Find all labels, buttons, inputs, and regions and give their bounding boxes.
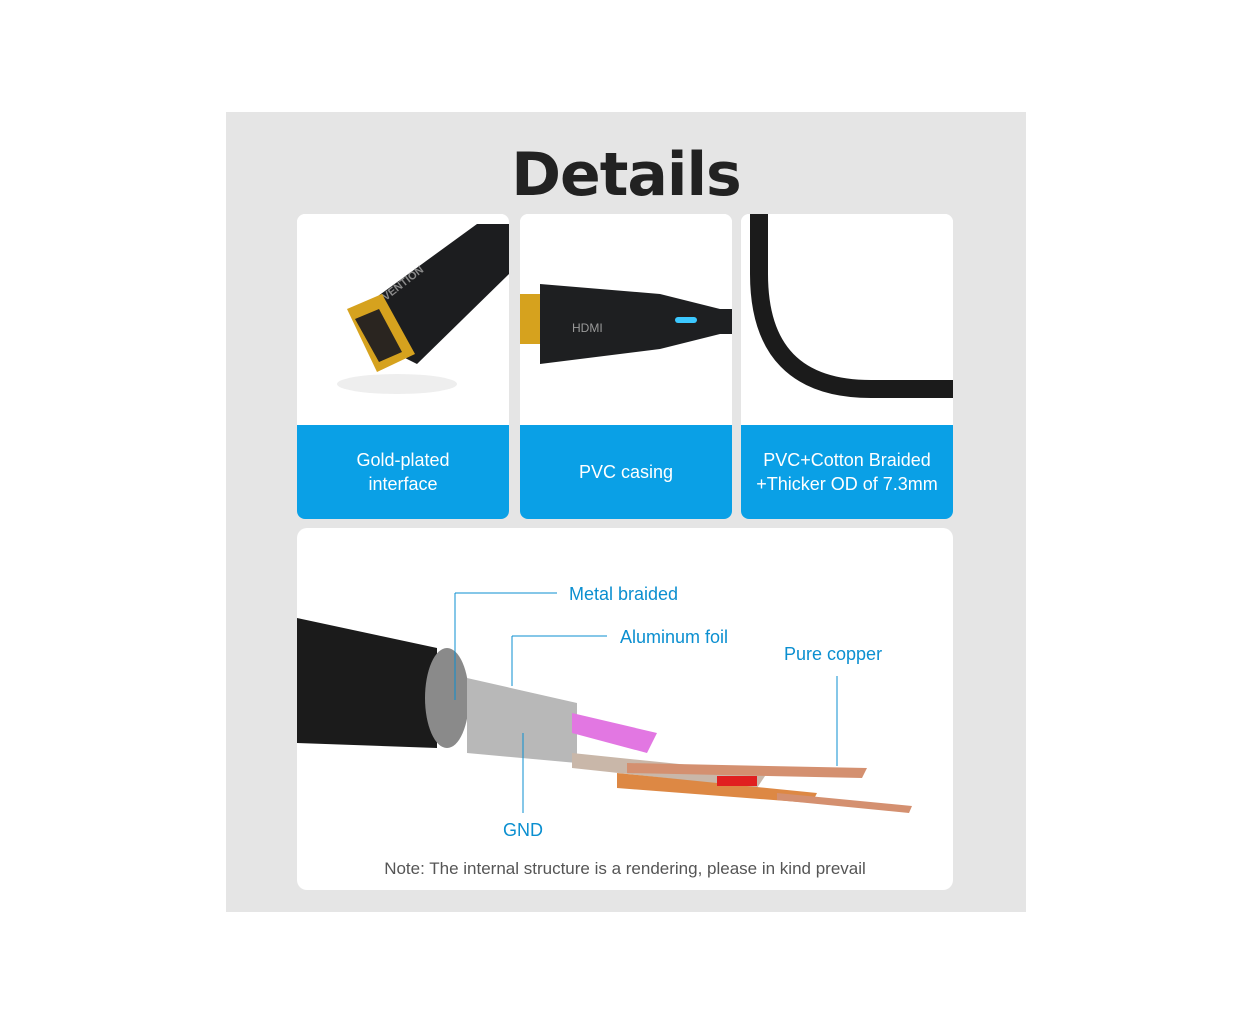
caption-line: PVC+Cotton Braided <box>763 450 931 470</box>
card-pvc-casing: HDMI PVC casing <box>520 214 732 519</box>
hdmi-casing-image: HDMI <box>520 214 732 425</box>
caption-gold-plated: Gold-plated interface <box>297 425 509 519</box>
card-braided: PVC+Cotton Braided +Thicker OD of 7.3mm <box>741 214 953 519</box>
hdmi-logo-text: HDMI <box>572 321 603 335</box>
hdmi-connector-image: VENTION <box>297 214 509 425</box>
label-metal-braided: Metal braided <box>569 584 679 604</box>
braided-cable-image <box>741 214 953 425</box>
label-gnd: GND <box>503 820 543 840</box>
cable-structure-card: Metal braided Aluminum foil Pure copper … <box>297 528 953 890</box>
page-title: Details <box>511 140 742 210</box>
caption-line: interface <box>368 474 438 494</box>
caption-line: Gold-plated <box>356 450 450 470</box>
cable-cross-section-image <box>297 592 912 813</box>
caption-braided: PVC+Cotton Braided +Thicker OD of 7.3mm <box>741 425 953 519</box>
caption-line: +Thicker OD of 7.3mm <box>756 474 938 494</box>
label-aluminum-foil: Aluminum foil <box>620 627 729 647</box>
caption-pvc-casing: PVC casing <box>520 425 732 519</box>
label-pure-copper: Pure copper <box>784 644 883 664</box>
rendering-note: Note: The internal structure is a render… <box>384 859 866 878</box>
caption-line: PVC casing <box>578 462 674 482</box>
details-panel: Details VENTION Gold-plated interface HD… <box>226 112 1026 912</box>
card-gold-plated: VENTION Gold-plated interface <box>297 214 509 519</box>
